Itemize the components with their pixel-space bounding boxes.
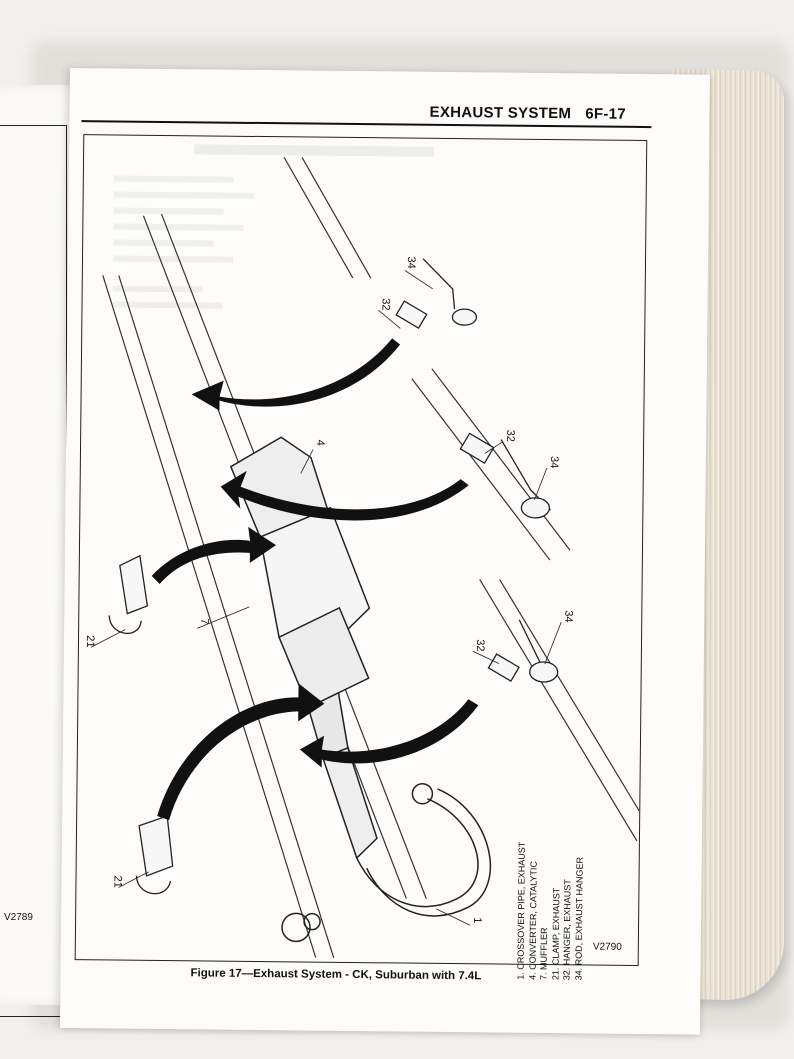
callout-34-a: 34 xyxy=(405,257,417,269)
legend-item: 7. MUFFLER xyxy=(538,927,550,981)
arrow-hanger-lower xyxy=(299,699,479,768)
legend-item: 1. CROSSOVER PIPE, EXHAUST xyxy=(515,841,527,980)
arrow-upper xyxy=(191,338,401,411)
page-header: EXHAUST SYSTEM 6F-17 xyxy=(429,104,626,123)
figure-code: V2790 xyxy=(592,941,622,953)
left-page-figure-code: V2789 xyxy=(4,912,33,923)
callout-21-b: 21 xyxy=(111,875,123,887)
crossover-pipe xyxy=(281,782,492,943)
arrow-converter xyxy=(220,470,469,521)
callout-32-b: 32 xyxy=(504,430,516,442)
arrow-clamp-upper xyxy=(151,526,277,584)
callout-34-b: 34 xyxy=(548,456,560,468)
legend-item: 32. HANGER, EXHAUST xyxy=(561,879,573,981)
callout-32-c: 32 xyxy=(474,639,486,651)
parts-legend: 1. CROSSOVER PIPE, EXHAUST 4. CONVERTER,… xyxy=(515,842,585,981)
legend-item: 34. ROD, EXHAUST HANGER xyxy=(572,856,585,981)
callout-7: 7 xyxy=(198,618,210,624)
callout-32-a: 32 xyxy=(379,298,391,310)
callout-34-c: 34 xyxy=(562,610,574,622)
bleed-through-text xyxy=(112,144,435,309)
callout-4: 4 xyxy=(314,440,326,446)
callout-arrows xyxy=(151,338,479,821)
callout-1: 1 xyxy=(471,917,483,923)
arrow-clamp-lower xyxy=(157,683,325,821)
figure-caption: Figure 17—Exhaust System - CK, Suburban … xyxy=(190,967,482,983)
exhaust-diagram: 32 34 32 34 4 7 21 32 34 21 1 xyxy=(84,144,640,958)
callout-numbers: 32 34 32 34 4 7 21 32 34 21 1 xyxy=(84,257,574,924)
manual-page: EXHAUST SYSTEM 6F-17 xyxy=(59,68,710,1035)
section-title: EXHAUST SYSTEM xyxy=(429,103,572,123)
callout-21-a: 21 xyxy=(84,635,96,647)
left-page-frame xyxy=(0,125,67,1017)
hangers-and-clamps xyxy=(108,258,559,895)
leader-lines xyxy=(90,270,562,926)
page-number: 6F-17 xyxy=(585,105,627,123)
figure-frame: 32 34 32 34 4 7 21 32 34 21 1 xyxy=(74,134,648,980)
